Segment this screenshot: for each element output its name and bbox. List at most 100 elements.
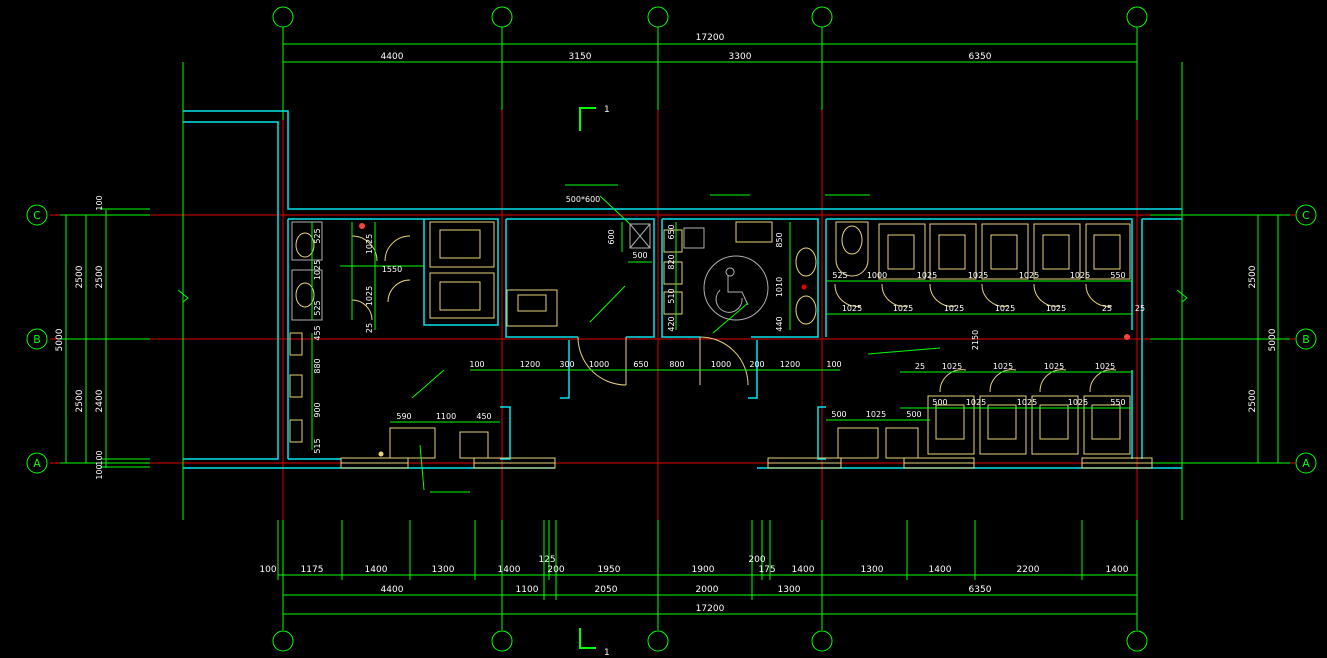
bottom-detail-dim-6: 125 <box>538 555 555 565</box>
bottom-overall-dim: 17200 <box>696 604 725 614</box>
accessible-dim-850: 850 <box>775 232 784 247</box>
bottom-detail-dim-8: 1950 <box>598 565 621 575</box>
accessible-dim-440: 440 <box>775 316 784 331</box>
top-bay-dim-2: 3150 <box>569 52 592 62</box>
right-top2-dim-1: 1025 <box>842 304 862 313</box>
left-inner-dim-1: 100 <box>95 195 104 210</box>
right-low1-dim-4: 1025 <box>1095 362 1115 371</box>
right-top-dim-550: 550 <box>1110 271 1125 280</box>
wheelchair-icon <box>715 267 749 313</box>
right-top2-dim-6: 25 <box>1102 304 1112 313</box>
accessible-dim-420: 420 <box>667 316 676 331</box>
top-dimensions: 17200 4400 3150 3300 6350 <box>282 27 1138 120</box>
accessible-dim-510: 510 <box>667 288 676 303</box>
left-inner-dim-4: 100 <box>95 464 104 479</box>
grid-bubble-4-bottom <box>811 630 833 652</box>
left-wc-dim-525b: 525 <box>313 300 322 315</box>
left-bottom-dim-1100: 1100 <box>436 412 456 421</box>
left-wc-dim-525a: 525 <box>313 228 322 243</box>
middle-row-dims: 100 1200 300 1000 650 800 1000 200 1200 … <box>469 360 842 371</box>
left-dimensions: 5000 2500 2500 100 2500 2400 100 100 <box>55 62 184 520</box>
storage-dim-500x600: 500*600 <box>566 195 601 204</box>
middle-dim-200: 200 <box>749 360 764 369</box>
section-bottom-label: 1 <box>604 648 610 658</box>
right-low2-dim-1: 1025 <box>966 398 986 407</box>
right-top-dim-1025a: 1025 <box>917 271 937 280</box>
top-bay-dim-4: 6350 <box>969 52 992 62</box>
bottom-detail-dim-3: 1400 <box>365 565 388 575</box>
bottom-detail-dim-9: 1900 <box>692 565 715 575</box>
grid-bubble-1-top <box>272 6 294 28</box>
bottom-detail-dim-10: 200 <box>748 555 765 565</box>
right-wc-dims: 525 1000 1025 1025 1025 1025 550 1025 10… <box>826 271 1145 421</box>
left-inner-dim-2: 2500 <box>95 265 105 288</box>
left-mid-dim-1: 2500 <box>75 265 85 288</box>
right-outer-dim: 5000 <box>1268 328 1278 351</box>
left-wc-dim-900: 900 <box>313 402 322 417</box>
right-low1-dim-25: 25 <box>915 362 925 371</box>
right-low1-dim-3: 1025 <box>1044 362 1064 371</box>
bottom-detail-dim-15: 2200 <box>1017 565 1040 575</box>
middle-dim-100b: 100 <box>826 360 841 369</box>
grid-bubble-2-bottom <box>491 630 513 652</box>
bottom-bay-dim-4: 2000 <box>696 585 719 595</box>
middle-dim-300: 300 <box>559 360 574 369</box>
axis-a-right: A <box>1302 457 1310 470</box>
top-grid-bubbles <box>272 6 1148 28</box>
grid-bubble-1-bottom <box>272 630 294 652</box>
accessible-dims: 650 820 510 420 850 1010 440 <box>667 222 791 332</box>
right-low2-dim-2: 1025 <box>1017 398 1037 407</box>
middle-dim-100a: 100 <box>469 360 484 369</box>
right-top2-dim-5: 1025 <box>1046 304 1066 313</box>
bottom-detail-dim-13: 1300 <box>861 565 884 575</box>
bottom-detail-dim-12: 1400 <box>792 565 815 575</box>
storage-dim-500: 500 <box>632 251 647 260</box>
bottom-detail-dim-7: 200 <box>547 565 564 575</box>
accessible-dim-650: 650 <box>667 224 676 239</box>
bottom-bay-dim-3: 2050 <box>595 585 618 595</box>
bottom-bay-dim-5: 1300 <box>778 585 801 595</box>
storage-room-fixtures <box>629 223 651 249</box>
grid-bubble-3-top <box>647 6 669 28</box>
middle-dim-1200a: 1200 <box>520 360 540 369</box>
right-gap-dim: 2150 <box>971 330 980 350</box>
bottom-detail-dim-1: 100 <box>259 565 276 575</box>
middle-dim-1200b: 1200 <box>780 360 800 369</box>
left-bottom-dim-450: 450 <box>476 412 491 421</box>
bottom-bay-dim-2: 1100 <box>516 585 539 595</box>
right-top2-dim-3: 1025 <box>944 304 964 313</box>
axis-b-right: B <box>1302 333 1310 346</box>
door-swings <box>577 336 749 386</box>
left-wc-dim-515: 515 <box>313 438 322 453</box>
right-dimensions: 5000 2500 2500 <box>1150 62 1290 520</box>
windows <box>340 457 1153 469</box>
right-inner-dim-2: 2500 <box>1248 389 1258 412</box>
note-leaders <box>419 184 870 493</box>
axis-a-left: A <box>33 457 41 470</box>
right-top-dim-1025c: 1025 <box>1019 271 1039 280</box>
left-wc-dim-1025a: 1025 <box>313 260 322 280</box>
left-inner-dim-5: 100 <box>95 450 104 465</box>
bottom-bay-dim-1: 4400 <box>381 585 404 595</box>
left-wc-dim-1025b: 1025 <box>365 234 374 254</box>
bottom-detail-dim-11: 175 <box>758 565 775 575</box>
grid-bubble-2-top <box>491 6 513 28</box>
right-wc-fixtures <box>359 221 1131 459</box>
accessible-dim-1010: 1010 <box>775 277 784 297</box>
axis-bubbles-left: C B A <box>26 204 48 474</box>
left-wc-dim-25: 25 <box>365 323 374 333</box>
grid-bubble-4-top <box>811 6 833 28</box>
left-outer-dim: 5000 <box>55 328 65 351</box>
bottom-detail-dim-14: 1400 <box>929 565 952 575</box>
axis-b-left: B <box>33 333 41 346</box>
right-top-dim-525: 525 <box>832 271 847 280</box>
accessible-dim-820: 820 <box>667 254 676 269</box>
right-bottom-dim-500a: 500 <box>831 410 846 419</box>
left-wc-dim-1025c: 1025 <box>365 286 374 306</box>
storage-dims: 600 500 500*600 <box>566 195 652 263</box>
top-bay-dim-1: 4400 <box>381 52 404 62</box>
left-wc-dim-880: 880 <box>313 358 322 373</box>
grid-bubble-5-bottom <box>1126 630 1148 652</box>
right-low1-dim-2: 1025 <box>993 362 1013 371</box>
